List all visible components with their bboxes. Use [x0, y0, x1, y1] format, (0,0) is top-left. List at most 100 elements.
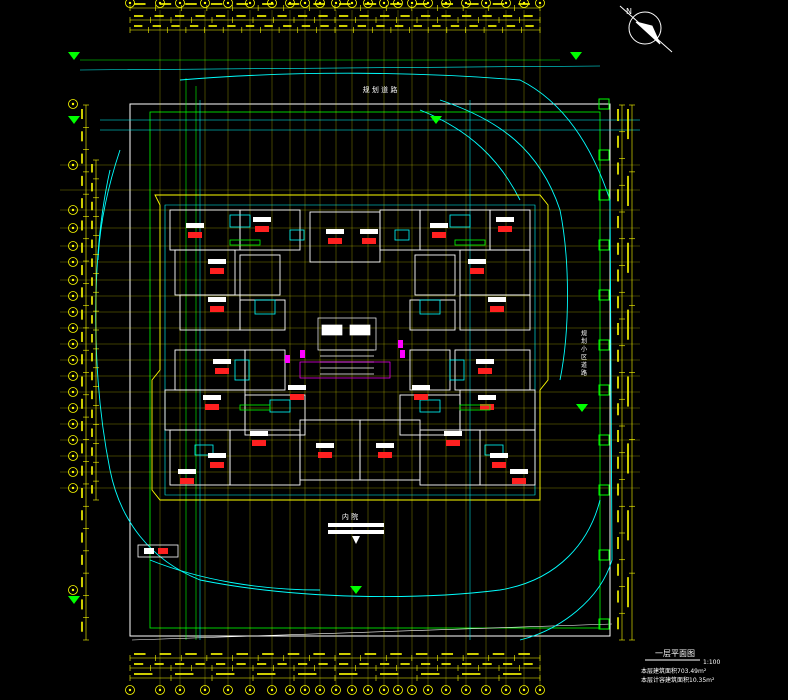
axis-bubble — [501, 685, 511, 695]
fixture-outline — [289, 229, 305, 241]
dimension-text-block — [617, 269, 619, 282]
axis-bubble-dot — [71, 342, 75, 346]
axis-bubble-dot — [203, 1, 207, 5]
room-tag — [478, 368, 492, 374]
room-tag — [480, 404, 494, 410]
dimension-text-block — [91, 277, 93, 286]
axis-bubble-dot — [484, 688, 488, 692]
axis-bubble — [363, 685, 373, 695]
axis-bubble-dot — [366, 688, 370, 692]
axis-bubble-dot — [71, 102, 75, 106]
dimension-text-block — [627, 510, 629, 541]
fixture-outline — [234, 359, 250, 381]
axis-bubble — [175, 0, 185, 8]
room-tag — [255, 226, 269, 232]
fixture-outline — [229, 214, 251, 228]
dimension-text-block — [364, 653, 377, 655]
axis-bubble-dot — [464, 688, 468, 692]
axis-bubble — [68, 419, 78, 429]
axis-bubble-dot — [178, 688, 182, 692]
dimension-text-block — [91, 371, 93, 381]
dimension-text-block — [189, 25, 199, 27]
axis-bubble-dot — [71, 406, 75, 410]
axis-bubble-dot — [538, 1, 542, 5]
axis-bubble-dot — [178, 1, 182, 5]
dimension-text-block — [357, 25, 367, 27]
room-area-tag — [459, 404, 491, 411]
axis-bubble-dot — [71, 244, 75, 248]
room-label-block — [288, 385, 306, 390]
title-block: 一层平面图 1:100 本层建筑面积703.49m² 本层计容建筑面积10.35… — [641, 649, 720, 684]
right-dimension-chain — [617, 104, 635, 641]
dimension-text-block — [81, 109, 83, 120]
dimension-text-block — [257, 663, 267, 665]
axis-bubble — [68, 241, 78, 251]
accent-mark — [400, 350, 405, 358]
dimension-text-block — [432, 25, 441, 27]
dimension-text-block — [380, 673, 399, 675]
axis-bubble-dot — [71, 294, 75, 298]
dimension-text-block — [301, 25, 311, 27]
dimension-text-block — [154, 663, 164, 665]
dimension-text-block — [175, 15, 185, 17]
room-wall — [414, 254, 456, 296]
room-tag — [432, 232, 446, 238]
dimension-text-block — [441, 3, 454, 5]
dimension-text-block — [339, 653, 351, 655]
dimension-text-block — [91, 164, 93, 173]
axis-bubble-dot — [71, 326, 75, 330]
room-wall — [459, 294, 531, 331]
dimension-text-block — [617, 510, 619, 523]
axis-bubble-dot — [71, 588, 75, 592]
dimension-text-block — [81, 465, 83, 476]
axis-bubble — [285, 685, 295, 695]
axis-bubble-dot — [71, 454, 75, 458]
axis-bubble — [68, 291, 78, 301]
room-tag — [215, 368, 229, 374]
axis-bubble — [68, 403, 78, 413]
axis-bubble-dot — [382, 688, 386, 692]
dimension-text-block — [617, 376, 619, 389]
dimension-text-block — [617, 456, 619, 469]
fixture-outline — [194, 444, 214, 456]
dimension-text-block — [339, 15, 349, 17]
dimension-text-block — [154, 15, 164, 17]
room-label-block — [412, 385, 430, 390]
dimension-text-block — [298, 663, 308, 665]
dimension-text-block — [617, 349, 619, 362]
dimension-text-block — [617, 296, 619, 309]
axis-bubble — [175, 685, 185, 695]
dimension-text-block — [469, 25, 478, 27]
room-label-block — [496, 217, 514, 222]
axis-bubble — [68, 451, 78, 461]
dimension-text-block — [236, 653, 249, 655]
axis-bubble — [441, 685, 451, 695]
dimension-text-block — [175, 673, 194, 675]
axis-bubble — [68, 223, 78, 233]
side-road-label: 规 划 小 区 道 路 — [580, 329, 587, 377]
dimension-text-block — [216, 663, 226, 665]
dimension-text-block — [91, 334, 93, 343]
dimension-text-block — [91, 485, 93, 494]
room-tag — [290, 394, 304, 400]
column-marker — [598, 434, 610, 446]
dimension-text-block — [134, 25, 143, 27]
fixture-outline — [394, 229, 410, 241]
dimension-text-block — [339, 673, 358, 675]
dimension-text-block — [81, 510, 83, 521]
dimension-text-block — [81, 265, 83, 276]
axis-bubble-dot — [71, 310, 75, 314]
axis-bubble — [68, 160, 78, 170]
axis-bubble-dot — [71, 470, 75, 474]
dimension-text-block — [482, 15, 492, 17]
dimension-text-block — [91, 182, 93, 192]
axis-bubble — [68, 275, 78, 285]
axis-bubble — [68, 323, 78, 333]
dimension-text-block — [627, 242, 629, 273]
dimension-text-block — [450, 25, 460, 27]
axis-bubble-dot — [444, 688, 448, 692]
entrance-marker — [328, 523, 384, 544]
room-label-block — [430, 223, 448, 228]
dimension-text-block — [617, 162, 619, 175]
axis-bubble — [519, 685, 529, 695]
